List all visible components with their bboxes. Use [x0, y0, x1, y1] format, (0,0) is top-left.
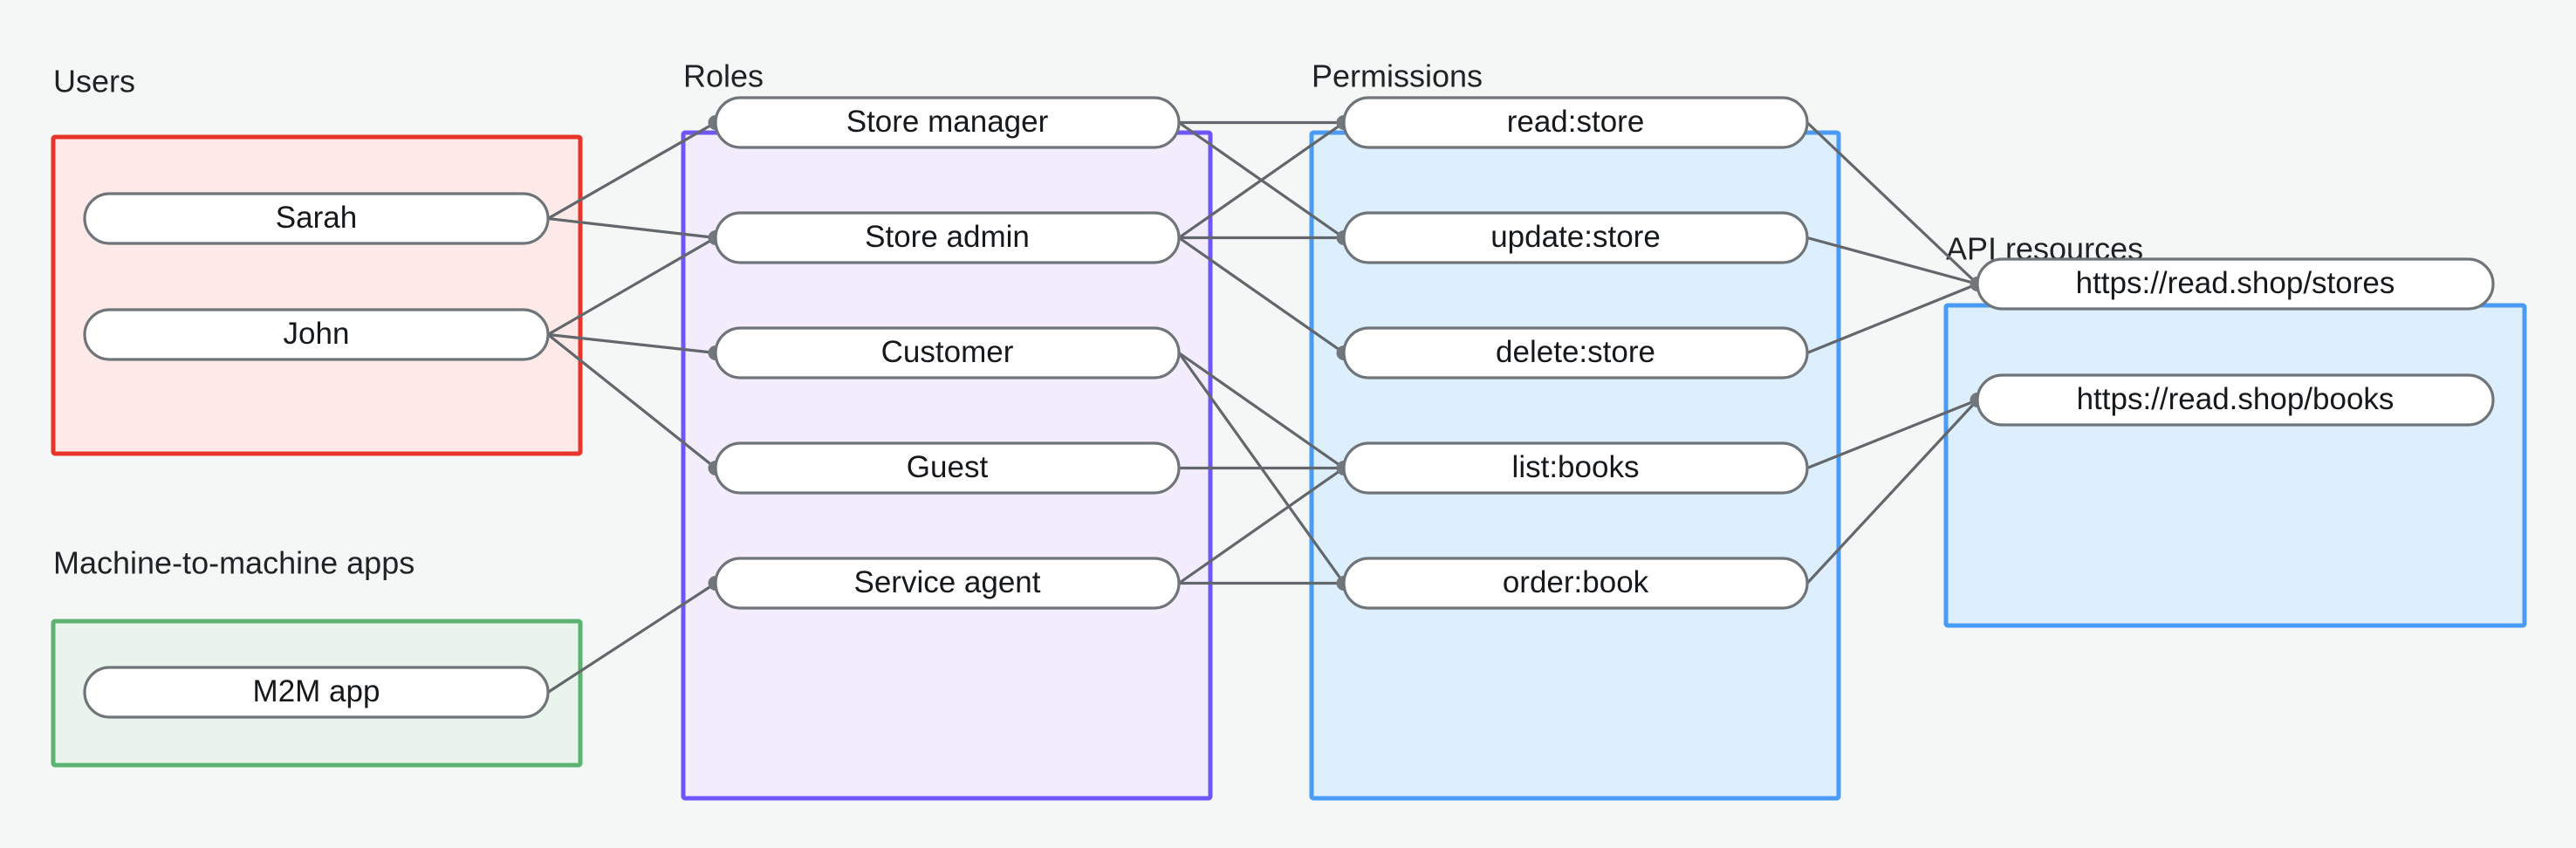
node-pill-store_admin[interactable]: [714, 211, 1181, 264]
node-label-svc_agent: Service agent: [853, 565, 1040, 599]
node-sarah[interactable]: Sarah: [83, 192, 550, 245]
edge-list_books-to-res_books: [1806, 399, 1978, 469]
edge-svc_agent-to-list_books: [1178, 467, 1345, 585]
node-read_store[interactable]: read:store: [1342, 96, 1809, 149]
node-pill-order_book[interactable]: [1342, 557, 1809, 610]
node-res_stores[interactable]: https://read.shop/stores: [1976, 257, 2495, 311]
node-label-read_store: read:store: [1507, 105, 1645, 139]
node-label-list_books: list:books: [1512, 450, 1640, 484]
edge-store_admin-to-read_store: [1178, 121, 1345, 239]
node-pill-john[interactable]: [83, 308, 550, 361]
node-pill-m2m_app[interactable]: [83, 666, 550, 719]
edge-update_store-to-res_stores: [1806, 236, 1978, 286]
group-label-permissions: Permissions: [1312, 58, 1483, 94]
node-pill-res_books[interactable]: [1976, 373, 2495, 427]
node-pill-res_stores[interactable]: [1976, 257, 2495, 311]
node-pill-guest[interactable]: [714, 441, 1181, 495]
node-svc_agent[interactable]: Service agent: [714, 557, 1181, 610]
group-label-users: Users: [53, 64, 135, 99]
group-container-api: [1943, 303, 2527, 628]
edge-order_book-to-res_books: [1805, 399, 1979, 585]
node-pill-sarah[interactable]: [83, 192, 550, 245]
node-label-res_stores: https://read.shop/stores: [2076, 266, 2395, 300]
node-pill-customer[interactable]: [714, 326, 1181, 380]
node-john[interactable]: John: [83, 308, 550, 361]
node-res_books[interactable]: https://read.shop/books: [1976, 373, 2495, 427]
node-label-store_admin: Store admin: [865, 220, 1030, 254]
node-label-order_book: order:book: [1503, 565, 1649, 599]
node-customer[interactable]: Customer: [714, 326, 1181, 380]
node-label-res_books: https://read.shop/books: [2077, 382, 2394, 416]
node-update_store[interactable]: update:store: [1342, 211, 1809, 264]
node-store_mgr[interactable]: Store manager: [714, 96, 1181, 149]
edge-john-to-store_admin: [547, 236, 716, 336]
edge-john-to-customer: [547, 332, 716, 355]
node-pill-delete_store[interactable]: [1342, 326, 1809, 380]
node-list_books[interactable]: list:books: [1342, 441, 1809, 495]
group-label-m2m: Machine-to-machine apps: [53, 545, 414, 581]
edge-store_admin-to-delete_store: [1178, 236, 1345, 354]
node-m2m_app[interactable]: M2M app: [83, 666, 550, 719]
node-guest[interactable]: Guest: [714, 441, 1181, 495]
node-label-update_store: update:store: [1490, 220, 1661, 254]
group-container-users: [51, 134, 583, 456]
node-label-john: John: [284, 317, 350, 351]
node-label-m2m_app: M2M app: [253, 674, 380, 708]
node-label-customer: Customer: [881, 335, 1014, 369]
edge-delete_store-to-res_stores: [1806, 283, 1978, 354]
edges-layer: [547, 120, 1979, 694]
edge-sarah-to-store_admin: [547, 216, 716, 240]
node-order_book[interactable]: order:book: [1342, 557, 1809, 610]
node-pill-update_store[interactable]: [1342, 211, 1809, 264]
group-label-roles: Roles: [683, 58, 764, 94]
edge-sarah-to-store_mgr: [547, 121, 716, 220]
node-label-store_mgr: Store manager: [846, 105, 1049, 139]
edge-m2m_app-to-svc_agent: [547, 582, 716, 694]
node-pill-store_mgr[interactable]: [714, 96, 1181, 149]
node-delete_store[interactable]: delete:store: [1342, 326, 1809, 380]
edge-customer-to-list_books: [1178, 352, 1345, 469]
edge-john-to-guest: [547, 333, 716, 469]
edge-read_store-to-res_stores: [1805, 121, 1979, 285]
node-pill-list_books[interactable]: [1342, 441, 1809, 495]
node-store_admin[interactable]: Store admin: [714, 211, 1181, 264]
node-label-guest: Guest: [907, 450, 989, 484]
node-pill-svc_agent[interactable]: [714, 557, 1181, 610]
node-label-delete_store: delete:store: [1496, 335, 1655, 369]
node-label-sarah: Sarah: [276, 201, 357, 235]
node-pill-read_store[interactable]: [1342, 96, 1809, 149]
